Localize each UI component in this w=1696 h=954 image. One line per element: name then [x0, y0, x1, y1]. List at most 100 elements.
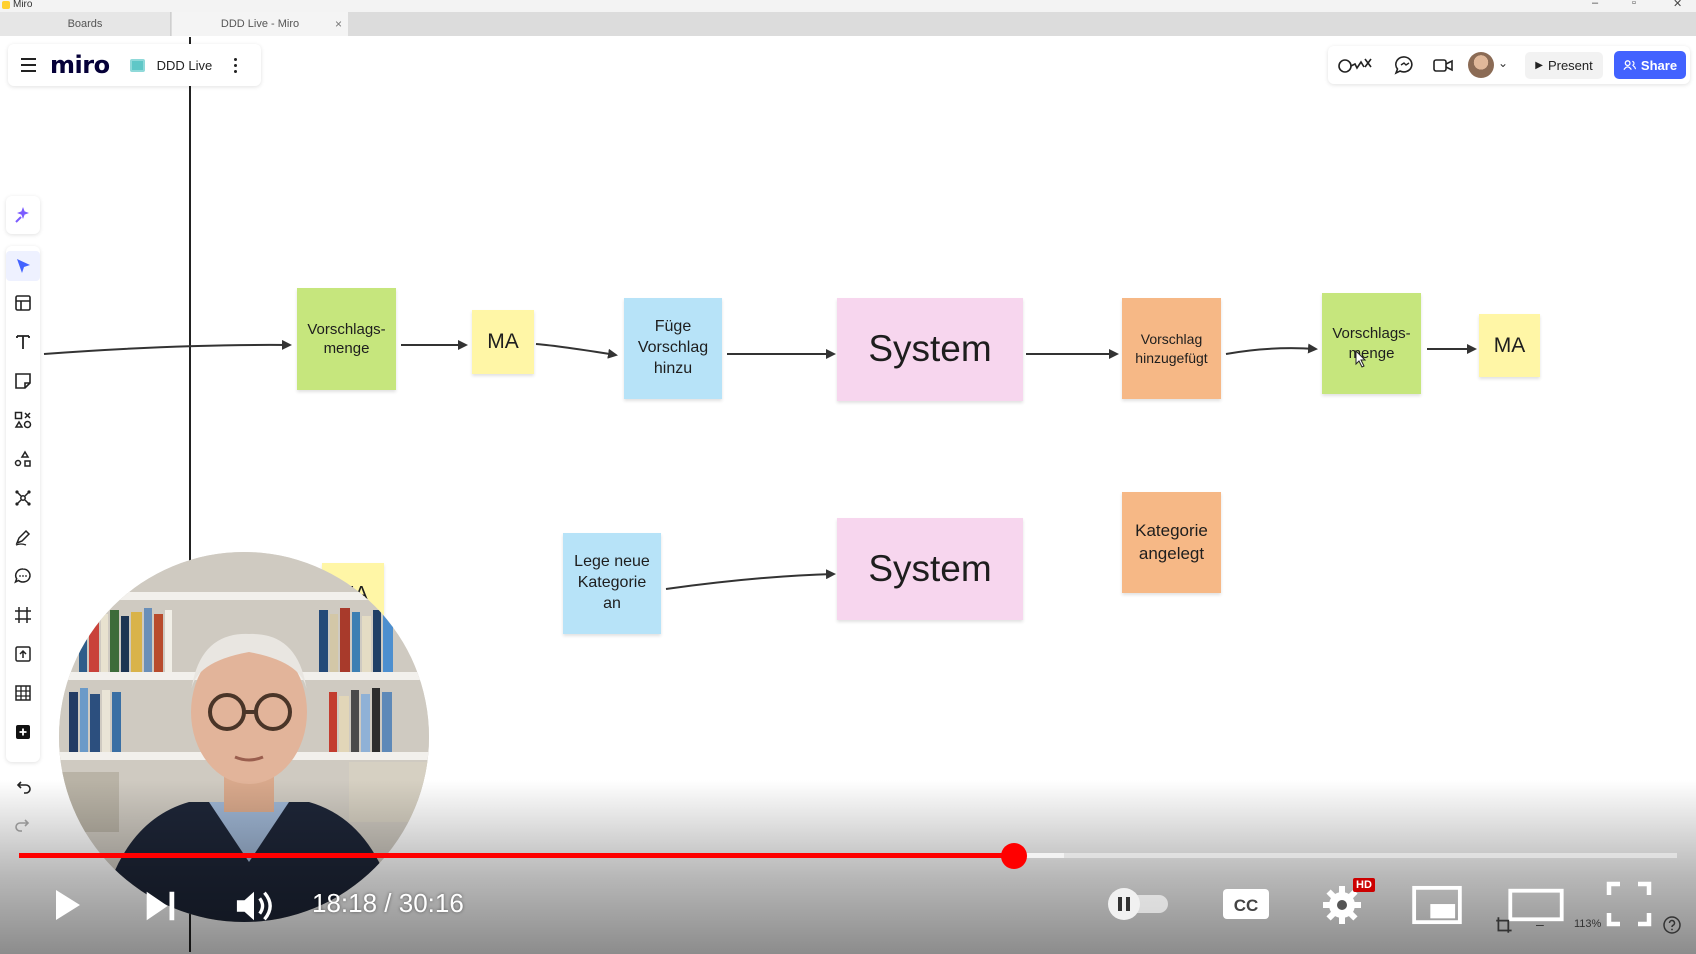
settings-button[interactable]	[1316, 882, 1368, 928]
zoom-level[interactable]: 113%	[1574, 918, 1602, 930]
sticky-text: System	[868, 547, 992, 589]
sticky-text: Füge Vorschlag hinzu	[637, 318, 709, 377]
fullscreen-icon	[1606, 881, 1652, 927]
sticky-actor-ma-2[interactable]: MA	[1479, 314, 1540, 377]
browser-tabbar: Boards DDD Live - Miro ×	[0, 12, 1696, 36]
miro-app-icon	[2, 0, 10, 9]
theater-icon	[1508, 888, 1564, 922]
share-label: Share	[1640, 57, 1678, 73]
present-label: Present	[1547, 58, 1593, 73]
video-call-icon[interactable]	[1432, 55, 1454, 75]
duration: 30:16	[398, 888, 464, 918]
sticky-system-2[interactable]: System	[837, 518, 1023, 620]
avatar[interactable]	[1468, 52, 1494, 78]
text-icon[interactable]	[6, 327, 40, 357]
app-title: Miro	[13, 0, 33, 10]
sticky-command-fuege-vorschlag[interactable]: Füge Vorschlag hinzu	[624, 298, 722, 399]
play-button[interactable]	[40, 880, 92, 930]
next-button[interactable]	[136, 882, 184, 930]
sticky-event-kategorie-angelegt[interactable]: Kategorie angelegt	[1122, 492, 1221, 593]
tab-boards[interactable]: Boards	[0, 12, 171, 36]
table-icon[interactable]	[6, 678, 40, 708]
sticky-text: Vorschlags- menge	[1332, 325, 1411, 362]
sticky-command-lege-neue-kategorie[interactable]: Lege neue Kategorie an	[563, 533, 661, 634]
sticky-readmodel-vorschlagsmenge-2[interactable]: Vorschlags- menge	[1322, 293, 1421, 394]
templates-icon[interactable]	[6, 288, 40, 318]
sticky-readmodel-vorschlagsmenge[interactable]: Vorschlags- menge	[297, 288, 396, 390]
people-icon	[1623, 60, 1636, 71]
sticky-note-icon[interactable]	[6, 366, 40, 396]
pen-icon[interactable]	[6, 522, 40, 552]
gear-icon	[1323, 886, 1361, 924]
autoplay-toggle[interactable]	[1104, 886, 1174, 922]
fit-screen-icon[interactable]	[1494, 914, 1516, 936]
undo-icon[interactable]	[6, 772, 40, 802]
presenter-video-image	[59, 552, 429, 922]
ai-sparkle-icon[interactable]	[6, 200, 40, 230]
comment-icon[interactable]	[6, 561, 40, 591]
presenter-webcam	[59, 552, 429, 922]
sticky-system[interactable]: System	[837, 298, 1023, 401]
play-icon	[56, 890, 80, 920]
app-title-group: Miro	[2, 0, 32, 10]
progress-scrubber-handle[interactable]	[1000, 843, 1027, 869]
cc-icon: CC	[1223, 889, 1269, 919]
connect-shapes-icon[interactable]	[6, 444, 40, 474]
sticky-text: Kategorie angelegt	[1135, 521, 1208, 563]
tab-ddd-live[interactable]: DDD Live - Miro ×	[172, 12, 348, 36]
connector-arrow	[1225, 343, 1318, 355]
time-separator: /	[377, 888, 399, 918]
canvas-divider-line	[189, 37, 191, 952]
hd-badge: HD	[1353, 878, 1375, 892]
volume-icon	[236, 891, 272, 921]
current-time: 18:18	[312, 888, 378, 918]
connector-arrow	[665, 569, 836, 590]
theater-mode-button[interactable]	[1506, 884, 1566, 926]
chat-icon[interactable]	[1394, 55, 1416, 75]
chevron-down-icon[interactable]: ⌄	[1498, 56, 1509, 70]
pause-toggle-icon	[1108, 888, 1168, 920]
sticky-actor-ma[interactable]: MA	[472, 310, 534, 374]
fullscreen-button[interactable]	[1604, 880, 1654, 928]
help-icon[interactable]	[1662, 915, 1682, 935]
minimize-icon[interactable]: –	[1592, 0, 1599, 9]
select-icon[interactable]	[6, 251, 40, 281]
more-apps-icon[interactable]	[6, 717, 40, 747]
volume-button[interactable]	[228, 882, 280, 930]
frame-icon[interactable]	[6, 600, 40, 630]
connector-arrow	[43, 339, 292, 355]
present-button[interactable]: ▶ Present	[1525, 52, 1603, 79]
mindmap-icon[interactable]	[6, 483, 40, 513]
zoom-out-icon[interactable]: –	[1536, 916, 1544, 932]
captions-button[interactable]: CC	[1218, 884, 1274, 924]
player-controls-gradient	[0, 780, 1696, 954]
board-name[interactable]: DDD Live	[156, 57, 213, 73]
history-toolbar	[6, 770, 40, 850]
reactions-icon[interactable]	[1337, 55, 1375, 75]
mouse-cursor-icon	[1355, 350, 1367, 368]
miro-logo[interactable]: miro	[50, 51, 110, 79]
board-options-icon[interactable]	[234, 57, 238, 73]
progress-played[interactable]	[19, 853, 1014, 858]
main-menu-icon[interactable]	[14, 51, 42, 79]
sticky-text: MA	[487, 330, 519, 354]
creation-toolbar	[6, 246, 40, 762]
sticky-text: System	[868, 328, 992, 370]
sticky-text: Vorschlags- menge	[307, 320, 386, 358]
window-titlebar: Miro – ▫ ✕	[0, 0, 1696, 12]
maximize-icon[interactable]: ▫	[1632, 0, 1636, 9]
play-icon: ▶	[1535, 60, 1543, 71]
tab-label: Boards	[67, 18, 103, 30]
close-window-icon[interactable]: ✕	[1673, 0, 1683, 10]
sticky-text: Lege neue Kategorie an	[574, 553, 650, 612]
ai-toolbar	[6, 196, 40, 234]
miniplayer-icon	[1412, 885, 1462, 925]
miniplayer-button[interactable]	[1410, 884, 1464, 926]
upload-icon[interactable]	[6, 639, 40, 669]
redo-icon[interactable]	[6, 810, 40, 840]
close-tab-icon[interactable]: ×	[334, 17, 342, 31]
share-button[interactable]: Share	[1614, 51, 1686, 79]
sticky-event-vorschlag-hinzugefuegt[interactable]: Vorschlag hinzugefügt	[1122, 298, 1221, 399]
shapes-icon[interactable]	[6, 405, 40, 435]
